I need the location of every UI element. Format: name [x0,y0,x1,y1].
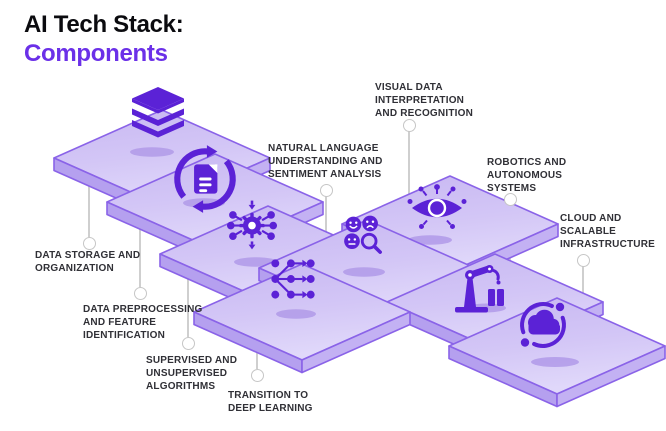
label-line: DATA STORAGE AND [35,250,141,261]
label-line: NATURAL LANGUAGE [268,143,379,154]
page-title: AI Tech Stack: Components [24,10,184,68]
label-line: TRANSITION TO [228,390,309,401]
document-refresh-icon [174,145,236,213]
label-line: INTERPRETATION [375,95,465,106]
label-line: SENTIMENT ANALYSIS [268,169,382,180]
label-line: CLOUD AND [560,213,622,224]
gear-hub-icon [226,200,278,250]
label-deep-learning: TRANSITION TO DEEP LEARNING [228,389,313,415]
label-line: ALGORITHMS [146,381,216,392]
label-line: VISUAL DATA [375,82,443,93]
platform-deep-learning [193,263,411,374]
node-deep-learning [250,368,264,382]
neural-network-icon [271,259,315,299]
connector-data-storage [88,170,90,237]
label-line: ROBOTICS AND [487,157,567,168]
title-line-1: AI Tech Stack: [24,11,184,38]
label-cloud: CLOUD AND SCALABLE INFRASTRUCTURE [560,212,655,251]
platform-right-face [556,345,666,408]
label-robotics: ROBOTICS AND AUTONOMOUS SYSTEMS [487,156,566,195]
platform-cloud [448,297,666,408]
label-line: DEEP LEARNING [228,403,313,414]
label-algorithms: SUPERVISED AND UNSUPERVISED ALGORITHMS [146,354,237,393]
sentiment-faces-icon [344,215,382,254]
label-line: UNDERSTANDING AND [268,156,383,167]
label-line: AND FEATURE [83,317,157,328]
connector-data-preprocessing [139,213,141,287]
icon-shadow [130,147,174,157]
connector-nlp-sentiment [325,196,327,242]
icon-shadow [531,357,579,367]
connector-visual-data [408,131,410,195]
label-line: SUPERVISED AND [146,355,238,366]
label-line: AUTONOMOUS [487,170,563,181]
label-line: SCALABLE [560,226,617,237]
magnifier-lens [360,232,378,250]
icon-shadow [276,309,316,319]
cloud-sync-icon [520,302,566,348]
label-data-storage: DATA STORAGE AND ORGANIZATION [35,249,140,275]
label-data-preprocessing: DATA PREPROCESSING AND FEATURE IDENTIFIC… [83,303,203,342]
magnifier-handle [372,244,382,254]
title-line-2: Components [24,40,168,67]
label-line: IDENTIFICATION [83,330,166,341]
node-visual-data [402,118,416,132]
label-line: DATA PREPROCESSING [83,304,203,315]
label-line: INFRASTRUCTURE [560,239,656,250]
label-line: SYSTEMS [487,183,537,194]
stack-layers-icon [132,87,184,138]
node-data-preprocessing [133,286,147,300]
connector-algorithms [187,258,189,337]
node-data-storage [82,236,96,250]
node-algorithms [181,336,195,350]
vision-eye-icon [407,184,467,229]
label-visual-data: VISUAL DATA INTERPRETATION AND RECOGNITI… [375,81,473,120]
platform-right-face [301,311,411,374]
node-robotics [503,192,517,206]
icon-shadow [343,267,385,277]
node-cloud [576,253,590,267]
node-nlp-sentiment [319,183,333,197]
connector-cloud [582,266,584,312]
label-line: ORGANIZATION [35,263,114,274]
robot-arm-icon [455,265,504,313]
label-line: UNSUPERVISED [146,368,228,379]
label-line: AND RECOGNITION [375,108,473,119]
label-nlp-sentiment: NATURAL LANGUAGE UNDERSTANDING AND SENTI… [268,142,383,181]
